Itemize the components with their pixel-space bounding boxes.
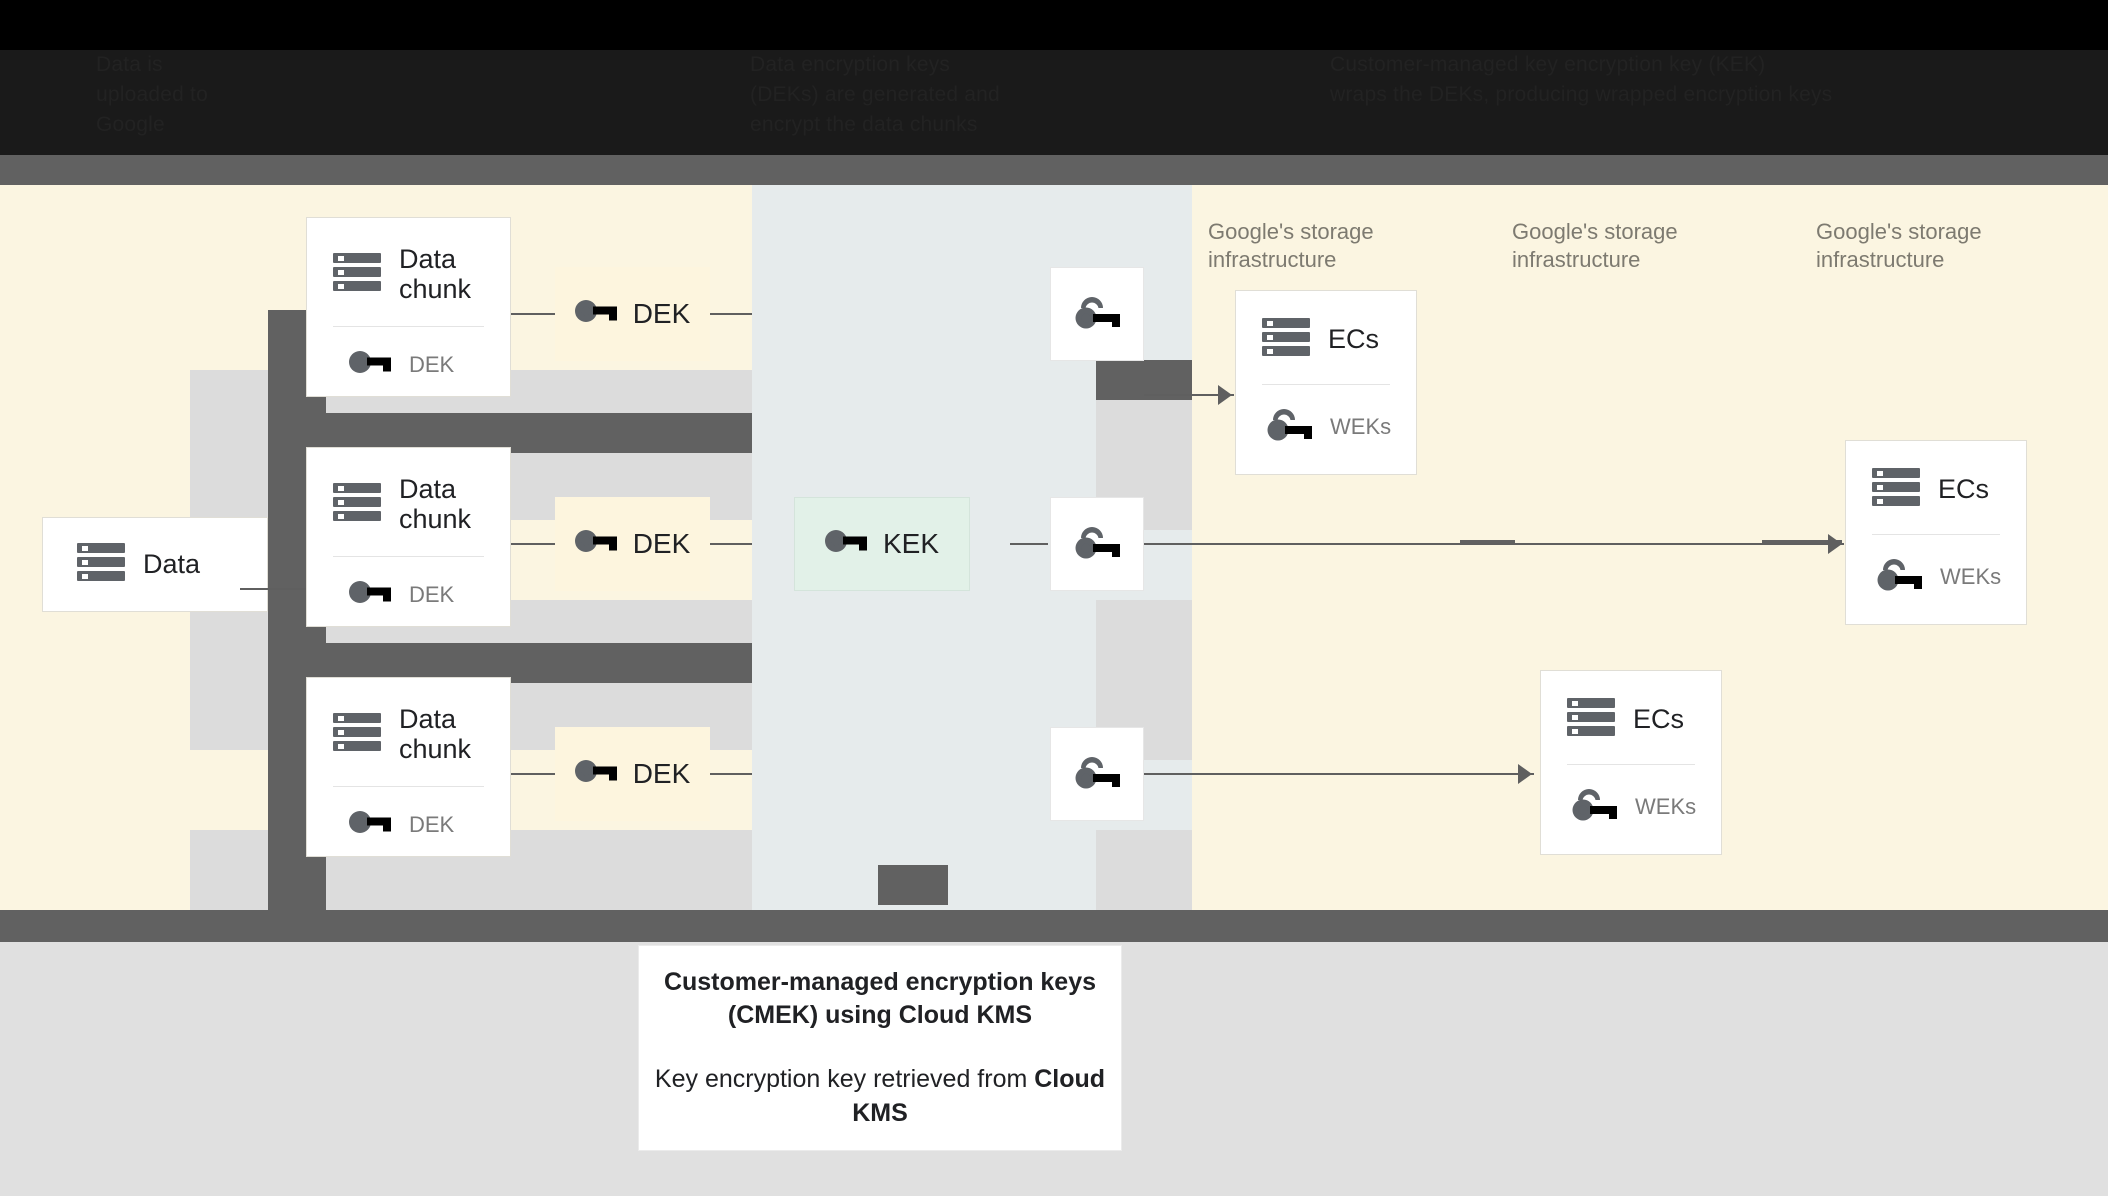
key-icon	[349, 579, 391, 610]
arrow-head-bottom	[1518, 764, 1532, 784]
arrow-line-bottom	[1144, 773, 1534, 775]
header-banner: Data is uploaded to Google Data encrypti…	[0, 0, 2108, 155]
kek-box-label: KEK	[882, 528, 940, 559]
card-divider	[333, 786, 484, 788]
ec-card-weks-label: WEKs	[1330, 413, 1392, 439]
card-divider	[1872, 534, 2000, 535]
kek-box[interactable]: KEK	[794, 497, 970, 591]
ec-card[interactable]: ECs WEKs	[1540, 670, 1722, 855]
card-divider	[1567, 764, 1695, 765]
ec-card-weks-label: WEKs	[1940, 563, 2002, 589]
wipe-wkey-top	[1096, 360, 1192, 400]
wrapped-key-icon	[1571, 787, 1617, 826]
key-icon	[574, 298, 617, 331]
dek-box[interactable]: DEK	[555, 497, 710, 591]
caption-subtitle-strong: Cloud KMS	[852, 1065, 1106, 1127]
storage-icon	[1567, 697, 1615, 742]
storage-icon	[1262, 317, 1310, 362]
data-chunk-title: Data chunk	[399, 244, 472, 305]
ec-card-title: ECs	[1938, 474, 1990, 505]
connector-kek-out	[1010, 543, 1048, 545]
data-chunk-card[interactable]: Data chunk DEK	[306, 217, 511, 397]
key-icon	[574, 758, 617, 791]
bottom-divider-bar	[0, 910, 2108, 942]
wrapped-key-icon	[1876, 557, 1922, 596]
header-column-kek: Customer-managed key encryption key (KEK…	[1330, 53, 1833, 106]
wipe-horizontal-2	[268, 643, 752, 683]
data-chunk-title: Data chunk	[399, 474, 472, 535]
key-icon	[824, 528, 867, 561]
wipe-mid-bottom	[878, 865, 948, 905]
wrapped-key-icon	[1074, 295, 1120, 334]
storage-infrastructure-label: Google's storage infrastructure	[1816, 219, 1982, 272]
storage-icon	[333, 712, 381, 757]
storage-icon	[333, 252, 381, 297]
wrapped-key-box[interactable]	[1050, 727, 1144, 821]
connector-chunk3-to-dek3	[511, 773, 555, 775]
storage-icon	[1872, 467, 1920, 512]
caption-subtitle: Key encryption key retrieved from Cloud …	[639, 1063, 1121, 1131]
ec-card[interactable]: ECs WEKs	[1235, 290, 1417, 475]
key-icon	[349, 809, 391, 840]
header-column-dek: Data encryption keys (DEKs) are generate…	[750, 53, 1000, 136]
dek-box[interactable]: DEK	[555, 727, 710, 821]
connector-dek3-out	[710, 773, 752, 775]
storage-infrastructure-label: Google's storage infrastructure	[1512, 219, 1678, 272]
header-column-upload: Data is uploaded to Google	[96, 53, 208, 136]
storage-infrastructure-label: Google's storage infrastructure	[1208, 219, 1374, 272]
ec-card[interactable]: ECs WEKs	[1845, 440, 2027, 625]
storage-icon	[333, 482, 381, 527]
storage-icon	[77, 542, 125, 587]
wipe-vertical-left	[268, 310, 326, 955]
ec-card-title: ECs	[1328, 324, 1380, 355]
wrapped-key-icon	[1074, 525, 1120, 564]
wipe-horizontal-1	[268, 413, 752, 453]
data-chunk-dek-label: DEK	[409, 351, 455, 377]
card-divider	[1262, 384, 1390, 385]
caption-title: Customer-managed encryption keys (CMEK) …	[663, 967, 1097, 1030]
connector-chunk1-to-dek1	[511, 313, 555, 315]
header-text-columns: Data is uploaded to Google Data encrypti…	[0, 50, 2108, 155]
top-divider-bar	[0, 155, 2108, 185]
wrapped-key-icon	[1074, 755, 1120, 794]
data-source-card[interactable]: Data	[42, 517, 268, 612]
data-chunk-dek-label: DEK	[409, 811, 455, 837]
data-source-label: Data	[143, 549, 201, 580]
dek-box-label: DEK	[632, 758, 691, 789]
key-icon	[349, 349, 391, 380]
dek-box-label: DEK	[632, 528, 691, 559]
arrow-head-top	[1218, 385, 1232, 405]
card-divider	[333, 326, 484, 328]
connector-dek1-out	[710, 313, 752, 315]
ec-card-title: ECs	[1633, 704, 1685, 735]
wipe-arrow-mid	[1460, 540, 1515, 544]
ec-card-weks-label: WEKs	[1635, 793, 1697, 819]
data-chunk-title: Data chunk	[399, 704, 472, 765]
arrow-head-middle	[1828, 534, 1842, 554]
caption-box: Customer-managed encryption keys (CMEK) …	[638, 945, 1122, 1151]
arrow-line-top	[1144, 394, 1234, 396]
key-icon	[574, 528, 617, 561]
dek-box[interactable]: DEK	[555, 267, 710, 361]
card-divider	[333, 556, 484, 558]
connector-chunk2-to-dek2	[511, 543, 555, 545]
wrapped-key-icon	[1266, 407, 1312, 446]
data-chunk-dek-label: DEK	[409, 581, 455, 607]
data-chunk-card[interactable]: Data chunk DEK	[306, 447, 511, 627]
dek-box-label: DEK	[632, 298, 691, 329]
data-chunk-card[interactable]: Data chunk DEK	[306, 677, 511, 857]
caption-subtitle-prefix: Key encryption key retrieved from	[654, 1065, 1035, 1093]
wrapped-key-box[interactable]	[1050, 497, 1144, 591]
wipe-arrow-right	[1762, 540, 1842, 544]
arrow-line-middle	[1144, 543, 1844, 545]
connector-data-to-chunks	[240, 588, 360, 590]
wrapped-key-box[interactable]	[1050, 267, 1144, 361]
connector-dek2-out	[710, 543, 752, 545]
diagram-canvas: Data Data chunk DEK	[0, 185, 2108, 990]
